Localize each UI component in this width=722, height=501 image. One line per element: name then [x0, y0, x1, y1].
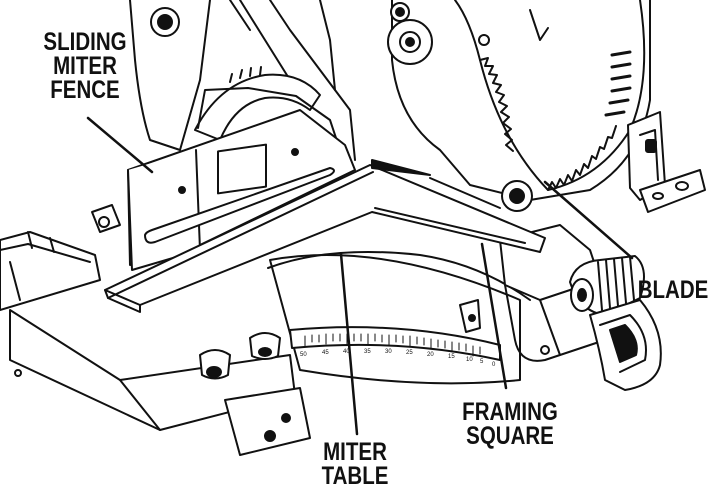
label-line: SQUARE — [466, 422, 554, 450]
leader-blade — [543, 180, 634, 260]
scale-number: 35 — [364, 349, 371, 355]
scale-number: 0 — [492, 362, 496, 368]
miter-table: 50 45 40 35 30 25 20 15 10 5 0 — [267, 250, 531, 385]
scale-number: 15 — [448, 354, 455, 360]
leader-framing-square — [480, 242, 508, 390]
label-line: MITER — [323, 438, 387, 466]
saw-arm — [129, 0, 356, 161]
scale-number: 10 — [466, 357, 473, 363]
label-line: FRAMING — [462, 398, 558, 426]
label-line: FENCE — [50, 76, 120, 104]
leader-sliding-miter-fence — [86, 116, 154, 174]
saw-blade-assembly — [387, 0, 706, 213]
sliding-miter-fence — [91, 109, 356, 271]
framing-square — [104, 159, 546, 313]
scale-number: 5 — [480, 359, 484, 365]
miter-handle — [499, 224, 662, 391]
miter-scale-numbers: 50 45 40 35 30 25 20 15 10 5 0 — [300, 349, 496, 368]
label-miter-table: MITER TABLE — [310, 438, 400, 490]
scale-number: 45 — [322, 350, 329, 356]
label-line: SLIDING — [43, 28, 127, 56]
label-line: MITER — [53, 52, 117, 80]
scale-number: 25 — [406, 350, 413, 356]
scale-number: 30 — [385, 349, 392, 355]
scale-number: 50 — [300, 352, 307, 358]
left-extension-table — [0, 231, 311, 456]
label-line: TABLE — [321, 462, 389, 490]
label-sliding-miter-fence: SLIDING MITER FENCE — [24, 28, 147, 104]
scale-number: 20 — [427, 352, 434, 358]
leader-miter-table — [339, 252, 359, 436]
scale-number: 40 — [343, 349, 350, 355]
label-line: BLADE — [637, 276, 709, 304]
leader-lines — [86, 116, 634, 436]
label-framing-square: FRAMING SQUARE — [453, 398, 568, 450]
label-blade: BLADE — [628, 276, 718, 304]
